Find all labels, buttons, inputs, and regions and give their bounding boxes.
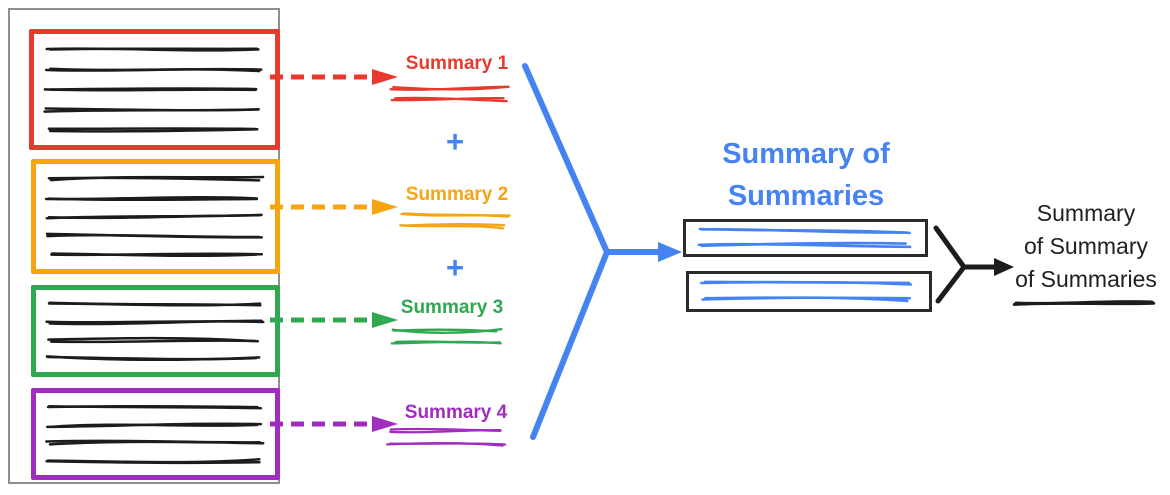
summary-of-summaries-title-line2: Summaries: [727, 180, 885, 212]
summary-of-summaries-title: Summary of Summaries: [690, 133, 922, 217]
dashed-arrow-document-2: [270, 199, 398, 215]
summary-1-scribble: [388, 82, 512, 106]
merge-arrow: [522, 63, 682, 440]
document-4-text-scribble: [44, 398, 267, 470]
dashed-arrow-document-3: [270, 312, 398, 328]
summary-of-summaries-scribble-1: [696, 224, 915, 252]
summary-of-summaries-box-2: [686, 271, 932, 312]
final-summary-title-line1: Summary: [1036, 200, 1136, 226]
plus-sign-2: +: [445, 250, 465, 285]
summary-of-summaries-title-line1: Summary of: [722, 138, 890, 170]
final-merge-arrow: [933, 225, 1014, 304]
summary-of-summaries-scribble-2: [699, 276, 919, 307]
document-1-text-scribble: [42, 39, 267, 140]
document-3-text-scribble: [44, 295, 267, 367]
final-summary-title: Summary of Summary of Summaries: [1000, 197, 1170, 296]
summary-2-label: Summary 2: [405, 184, 509, 205]
final-summary-title-line3: of Summaries: [1015, 266, 1157, 292]
document-box-1: [29, 29, 280, 150]
summary-3-label: Summary 3: [400, 297, 504, 318]
summary-of-summaries-box-1: [683, 219, 928, 257]
document-box-4: [31, 388, 280, 480]
summary-2-scribble: [396, 209, 514, 233]
summary-1-label: Summary 1: [405, 53, 509, 74]
source-documents-panel: [8, 8, 280, 484]
document-box-3: [31, 285, 280, 377]
dashed-arrow-document-1: [270, 69, 398, 85]
dashed-arrow-document-4: [270, 416, 398, 432]
summary-3-scribble: [387, 325, 505, 349]
summary-4-label: Summary 4: [404, 402, 508, 423]
summary-4-scribble: [385, 424, 512, 452]
plus-sign-1: +: [445, 124, 465, 159]
final-summary-scribble: [1008, 294, 1163, 311]
final-summary-title-line2: of Summary: [1024, 233, 1148, 259]
document-2-text-scribble: [44, 169, 267, 264]
document-box-2: [31, 159, 280, 274]
